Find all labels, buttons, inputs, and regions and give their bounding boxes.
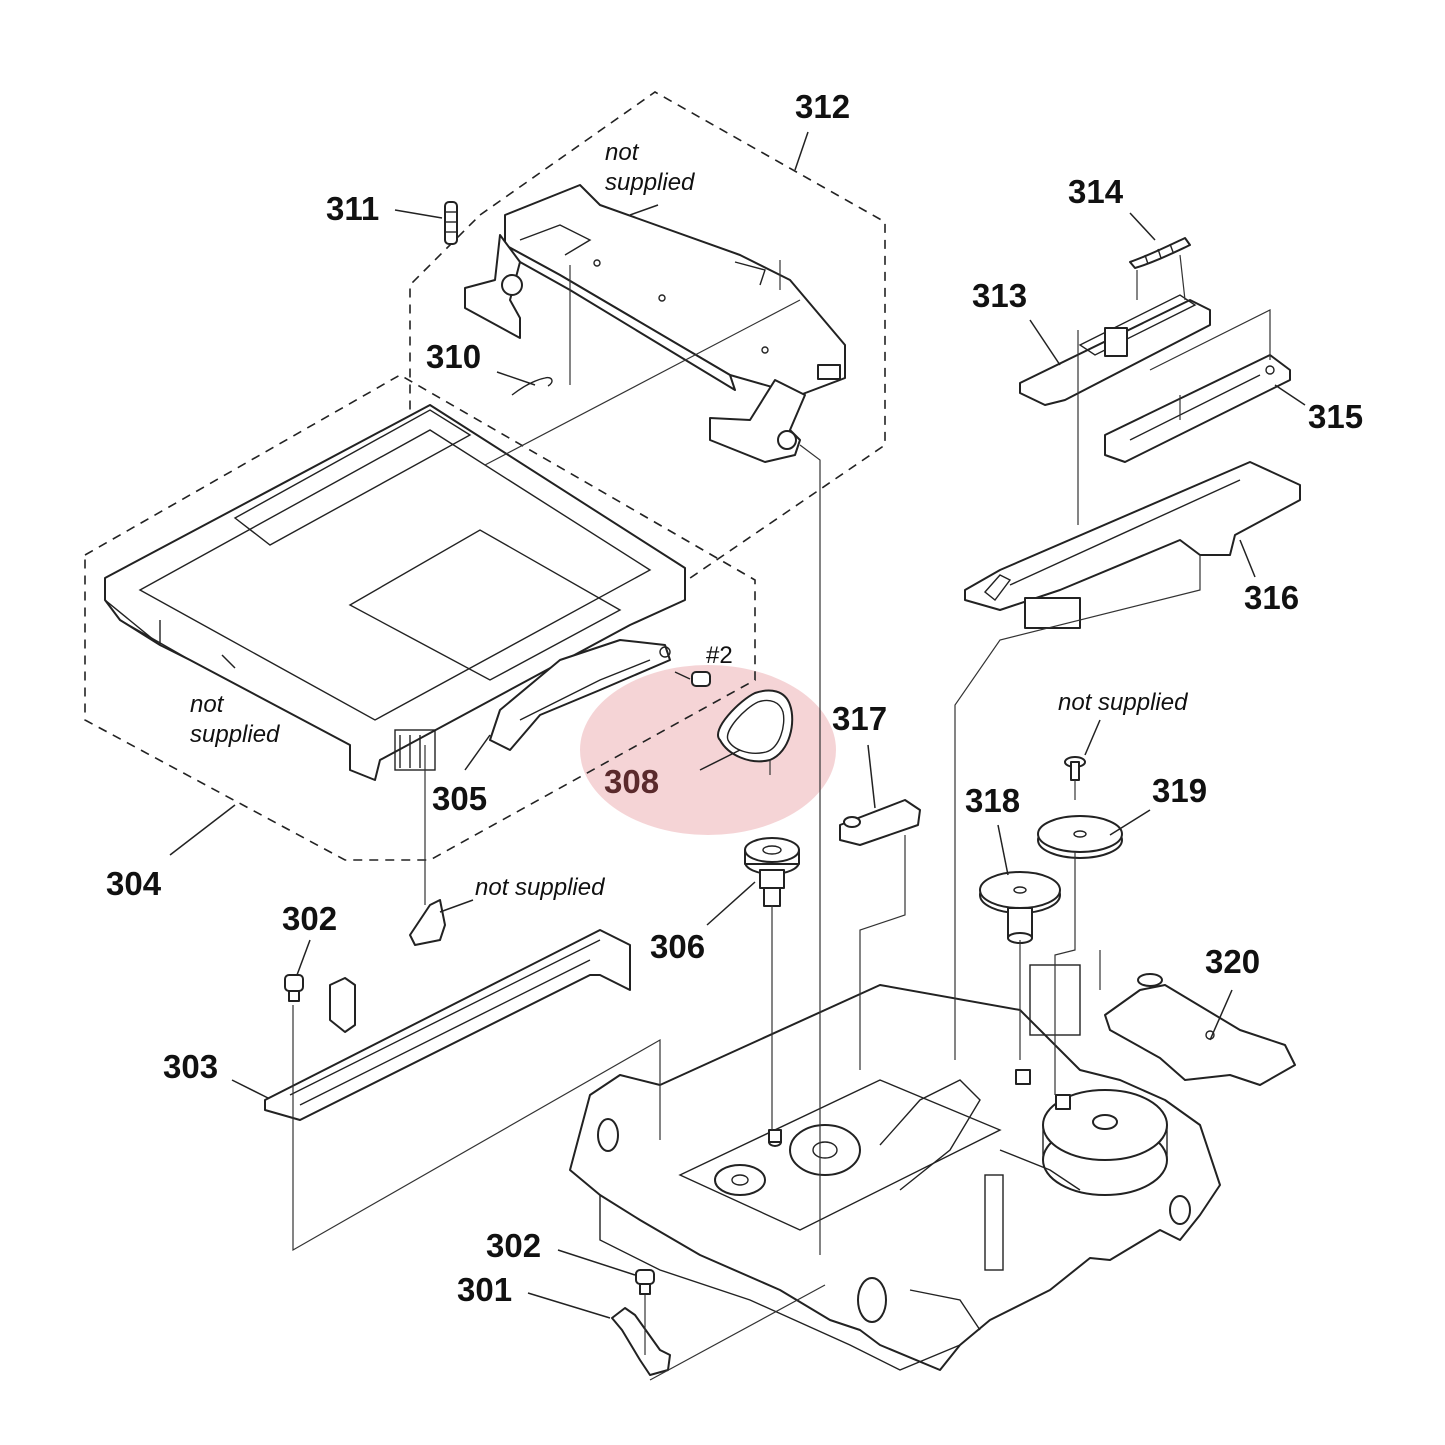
label-314: 314 [1068,173,1124,210]
main-chassis[interactable] [569,964,1221,1371]
note-304-line1: not [190,691,225,718]
label-313: 313 [972,277,1027,314]
label-302-bottom: 302 [486,1227,541,1264]
clip-not-supplied[interactable] [409,899,446,946]
part-306-pulley[interactable] [744,837,800,907]
part-304-tray[interactable] [104,404,686,781]
part-316-guide[interactable] [964,461,1301,629]
part-311-spring[interactable] [444,201,458,245]
part-318-reel[interactable] [979,871,1061,944]
part-303-rail[interactable] [264,929,631,1121]
part-305-slide[interactable] [489,639,671,751]
label-320: 320 [1205,943,1260,980]
part-308-belt[interactable] [717,689,794,775]
note-319-pin: not supplied [1058,689,1188,716]
note-clip: not supplied [475,874,605,901]
label-319: 319 [1152,772,1207,809]
part-313-slider[interactable] [1019,294,1211,406]
label-screw-2: #2 [706,642,733,669]
label-316: 316 [1244,579,1299,616]
label-308: 308 [604,763,659,800]
assembly-guide-lines [292,254,1271,1381]
note-312-line1: not [605,139,640,166]
label-317: 317 [832,700,887,737]
label-301: 301 [457,1271,512,1308]
part-317-lever[interactable] [839,799,921,846]
label-306: 306 [650,928,705,965]
group-312-outline [409,91,886,661]
pin-not-supplied[interactable] [1064,756,1086,781]
part-320-arm[interactable] [1104,973,1296,1086]
part-314-spring[interactable] [1129,237,1191,269]
label-311: 311 [326,190,379,227]
label-312: 312 [795,88,850,125]
label-302-top: 302 [282,900,337,937]
group-304-outline [84,374,756,861]
label-303: 303 [163,1048,218,1085]
part-labels: 312 311 310 314 313 315 316 317 318 319 … [106,88,1363,1308]
part-312-cradle[interactable] [464,184,846,463]
note-304-line2: supplied [190,721,280,748]
part-302-screw-top[interactable] [284,974,304,1002]
label-315: 315 [1308,398,1363,435]
part-315-plate[interactable] [1104,354,1291,463]
label-318: 318 [965,782,1020,819]
part-308-highlight [580,665,836,835]
part-319-disc[interactable] [1037,815,1123,859]
label-310: 310 [426,338,481,375]
leader-lines [169,131,1306,1319]
note-312-line2: supplied [605,169,695,196]
screw-2[interactable] [674,671,711,687]
part-302-screw-bottom[interactable] [635,1269,655,1295]
label-305: 305 [432,780,487,817]
part-310-spring[interactable] [511,376,553,396]
part-301-bracket[interactable] [611,1307,671,1376]
label-304: 304 [106,865,162,902]
